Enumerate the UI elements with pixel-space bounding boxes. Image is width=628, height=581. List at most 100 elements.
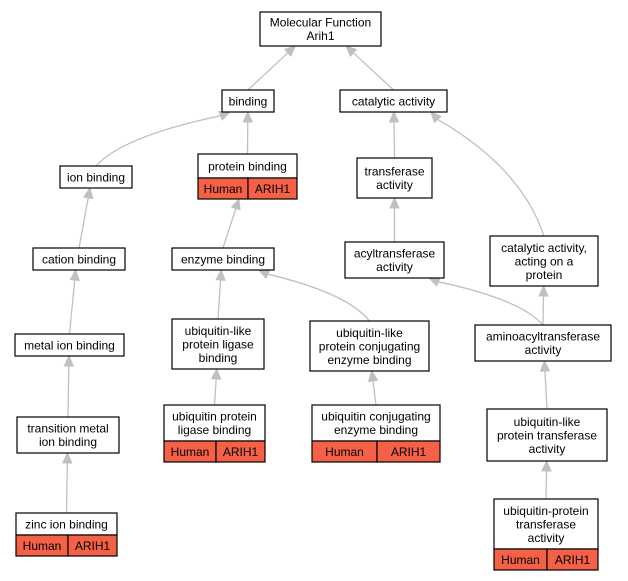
edge-line <box>78 197 89 249</box>
edge-line <box>372 380 377 406</box>
node-box <box>14 333 125 357</box>
arrowhead-icon <box>63 354 75 367</box>
node-label-line: Arih1 <box>306 29 334 43</box>
arrowhead-icon <box>230 197 241 211</box>
annotation-gene: ARIH1 <box>391 445 427 459</box>
annotation-species: Human <box>325 445 364 459</box>
annotation-species: Human <box>23 539 62 553</box>
arrowhead-icon <box>367 369 379 383</box>
annotation-gene-cell <box>215 440 266 463</box>
edge-line <box>222 208 237 249</box>
node-box <box>16 416 120 454</box>
arrowhead-icon <box>541 459 552 472</box>
node-label-line: activity <box>529 442 566 456</box>
edge-line <box>438 281 544 326</box>
node-label-line: ubiquitin-protein <box>503 504 588 518</box>
node-box <box>197 153 298 179</box>
go-term-node-binding[interactable]: binding <box>221 89 275 113</box>
edge-line <box>213 378 217 406</box>
go-term-node-ion[interactable]: ion binding <box>59 165 133 189</box>
node-label-line: ubiquitin conjugating <box>321 410 430 424</box>
go-term-node-enzyme[interactable]: enzyme binding <box>171 247 275 271</box>
edge-line <box>437 118 545 237</box>
node-label-line: ion binding <box>39 435 97 449</box>
annotation-species: Human <box>204 182 243 196</box>
arrowhead-icon <box>345 45 358 58</box>
go-term-node-catalytic[interactable]: catalytic activity <box>339 89 448 113</box>
arrowhead-icon <box>430 111 442 124</box>
node-box <box>221 89 275 113</box>
edge-line <box>544 370 548 410</box>
edge-line <box>217 279 222 320</box>
go-term-node-cation[interactable]: cation binding <box>32 247 126 271</box>
arrowhead-icon <box>215 268 226 281</box>
edge-line <box>352 52 394 91</box>
edge-binding-to-mf <box>247 45 297 91</box>
node-label-line: zinc ion binding <box>25 517 108 531</box>
node-label-line: ion binding <box>67 170 125 184</box>
node-box <box>259 11 382 47</box>
node-label-line: transferase <box>516 517 576 531</box>
node-box <box>32 247 126 271</box>
arrowhead-icon <box>69 268 80 281</box>
edge-line <box>67 365 70 418</box>
node-box <box>493 498 599 550</box>
annotation-gene: ARIH1 <box>255 182 291 196</box>
edge-acyl-to-transferase <box>389 196 400 242</box>
node-label-line: protein conjugating <box>319 339 420 353</box>
edge-line <box>65 462 68 514</box>
node-label-line: transferase <box>364 165 424 179</box>
node-label-line: catalytic activity <box>352 94 435 108</box>
arrowhead-icon <box>257 269 271 280</box>
node-label-line: ubiquitin-like <box>336 326 403 340</box>
edge-line <box>267 273 371 322</box>
edge-protein-to-binding <box>242 110 254 155</box>
go-term-node-metal[interactable]: metal ion binding <box>14 333 125 357</box>
edge-line <box>247 52 289 91</box>
annotation-species: Human <box>171 445 210 459</box>
edge-transferase-to-catalytic <box>388 110 400 159</box>
node-box <box>489 235 599 287</box>
node-label-line: activity <box>376 260 413 274</box>
arrowhead-icon <box>538 284 549 297</box>
arrowhead-icon <box>539 359 551 372</box>
arrowhead-icon <box>283 45 297 58</box>
node-label-line: cation binding <box>42 252 116 266</box>
node-box <box>311 404 441 442</box>
annotation-gene: ARIH1 <box>555 553 591 567</box>
edge-catalytic-to-mf <box>345 45 394 91</box>
go-term-node-ubprottrans[interactable]: ubiquitin-proteintransferaseactivityHuma… <box>493 498 599 571</box>
node-label-line: transition metal <box>27 422 108 436</box>
arrowhead-icon <box>218 111 231 121</box>
node-label-line: binding <box>229 94 268 108</box>
edge-enzyme-to-protein <box>222 197 241 249</box>
edge-line <box>95 115 221 167</box>
node-box <box>163 404 266 442</box>
node-box <box>309 320 430 372</box>
edge-layer <box>62 45 552 514</box>
annotation-gene-cell <box>376 440 441 463</box>
edge-ubconjenz-to-ubconj <box>367 369 379 406</box>
edge-zinc-to-transmetal <box>62 451 73 514</box>
node-label-line: enzyme binding <box>327 353 411 367</box>
node-box <box>59 165 133 189</box>
edge-catprot-to-catalytic <box>430 111 545 237</box>
node-label-line: activity <box>376 178 413 192</box>
